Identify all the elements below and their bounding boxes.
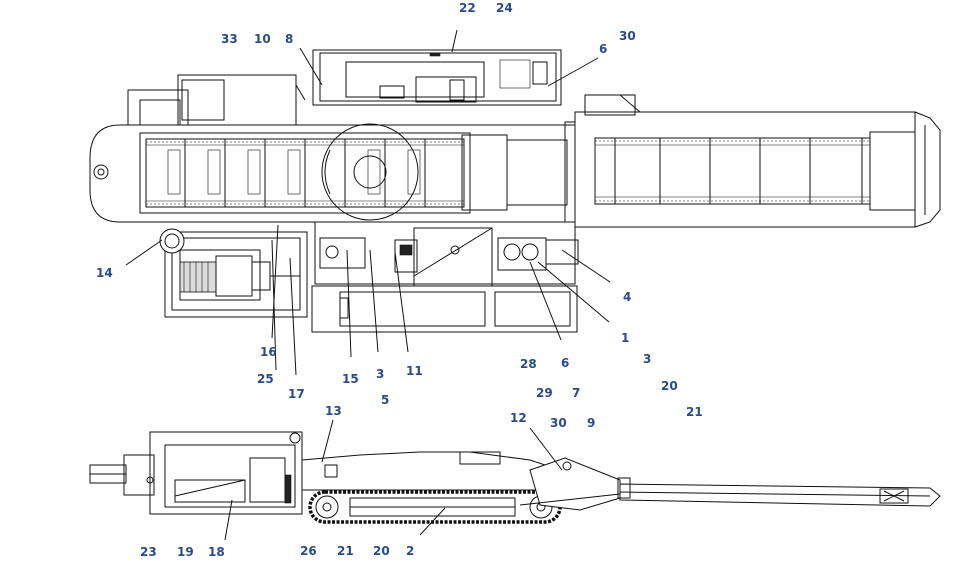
chain-links <box>146 140 870 205</box>
plan-view <box>89 49 941 333</box>
callout-13: 13 <box>325 404 342 418</box>
callout-14: 14 <box>96 266 113 280</box>
leader-lines <box>125 29 611 541</box>
callout-3-mid: 3 <box>376 367 385 381</box>
callout-33: 33 <box>221 32 238 46</box>
callout-19: 19 <box>177 545 194 559</box>
callout-8: 8 <box>285 32 294 46</box>
lower-track-plan <box>311 285 578 333</box>
callout-22-top: 22 <box>459 1 476 15</box>
callout-18: 18 <box>208 545 225 559</box>
callout-24-top: 24 <box>496 1 513 15</box>
side-boom <box>519 457 941 511</box>
upper-cabin <box>312 49 562 106</box>
callout-1: 1 <box>621 331 630 345</box>
side-body <box>301 451 561 491</box>
callout-5: 5 <box>381 393 390 407</box>
callout-17: 17 <box>288 387 305 401</box>
left-cab <box>127 74 306 131</box>
callout-21-bottom: 21 <box>337 544 354 558</box>
callout-21-right: 21 <box>686 405 703 419</box>
side-view <box>89 431 941 524</box>
callout-2: 2 <box>406 544 415 558</box>
callout-23: 23 <box>140 545 157 559</box>
side-engine-housing <box>89 431 303 515</box>
callout-7: 7 <box>572 386 581 400</box>
callout-11: 11 <box>406 364 423 378</box>
callout-6-top: 6 <box>599 42 608 56</box>
callout-3-right: 3 <box>643 352 652 366</box>
callout-20-right: 20 <box>661 379 678 393</box>
callout-30-mid: 30 <box>550 416 567 430</box>
main-conveyor <box>89 121 581 223</box>
side-track <box>308 490 562 524</box>
callout-30-top: 30 <box>619 29 636 43</box>
callout-6-mid: 6 <box>561 356 570 370</box>
callout-10: 10 <box>254 32 271 46</box>
callout-29: 29 <box>536 386 553 400</box>
callout-28: 28 <box>520 357 537 371</box>
callout-20-bottom: 20 <box>373 544 390 558</box>
callout-9: 9 <box>587 416 596 430</box>
callout-15: 15 <box>342 372 359 386</box>
central-drive <box>314 221 579 287</box>
callout-4: 4 <box>623 290 632 304</box>
callout-25: 25 <box>257 372 274 386</box>
motor-unit <box>159 228 308 318</box>
callout-12: 12 <box>510 411 527 425</box>
callout-16: 16 <box>260 345 277 359</box>
discharge-boom <box>574 94 941 228</box>
callout-26: 26 <box>300 544 317 558</box>
conveyor-rollers <box>167 139 426 207</box>
